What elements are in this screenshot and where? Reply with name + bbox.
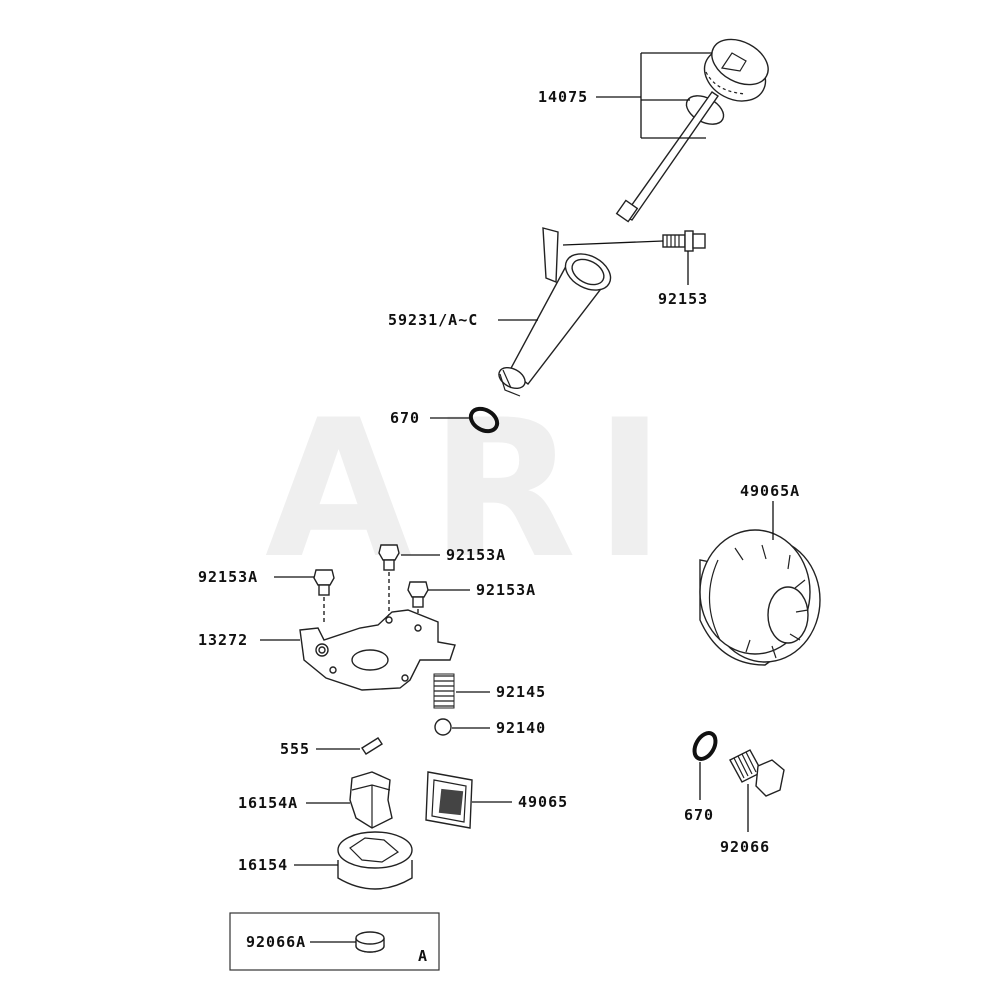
label-92153A-right: 92153A bbox=[476, 581, 536, 599]
o-ring-670-right[interactable] bbox=[690, 729, 720, 762]
label-670-top: 670 bbox=[390, 409, 420, 427]
spring-92145-part[interactable] bbox=[433, 673, 455, 709]
label-92153: 92153 bbox=[658, 290, 708, 308]
label-92153A-left: 92153A bbox=[198, 568, 258, 586]
label-14075: 14075 bbox=[538, 88, 588, 106]
bolt-92153A-left[interactable] bbox=[313, 569, 335, 596]
label-92145: 92145 bbox=[496, 683, 546, 701]
label-49065A: 49065A bbox=[740, 482, 800, 500]
kit-box-letter: A bbox=[418, 947, 428, 965]
dipstick-part[interactable] bbox=[615, 30, 776, 223]
label-92066: 92066 bbox=[720, 838, 770, 856]
bolt-92153A-right[interactable] bbox=[407, 581, 429, 608]
label-670-right: 670 bbox=[684, 806, 714, 824]
plate-13272-part[interactable] bbox=[299, 609, 456, 691]
label-49065: 49065 bbox=[518, 793, 568, 811]
label-92066A: 92066A bbox=[246, 933, 306, 951]
kit-box-a bbox=[229, 912, 440, 971]
bolt-92153A-center[interactable] bbox=[378, 544, 400, 571]
pin-555-part[interactable] bbox=[361, 737, 383, 755]
o-ring-670-top[interactable] bbox=[467, 404, 501, 435]
label-13272: 13272 bbox=[198, 631, 248, 649]
oil-filter-part[interactable] bbox=[699, 529, 821, 666]
label-16154: 16154 bbox=[238, 856, 288, 874]
label-16154A: 16154A bbox=[238, 794, 298, 812]
screen-49065-part[interactable] bbox=[425, 771, 473, 829]
outer-rotor-part[interactable] bbox=[337, 831, 413, 890]
oil-filler-tube-part[interactable] bbox=[495, 227, 616, 397]
drain-plug-part[interactable] bbox=[729, 749, 785, 797]
bolt-92153-part[interactable] bbox=[662, 230, 706, 252]
label-59231: 59231/A~C bbox=[388, 311, 478, 329]
inner-rotor-part[interactable] bbox=[349, 771, 393, 829]
ball-92140-part[interactable] bbox=[434, 718, 452, 736]
watermark: ARI bbox=[265, 379, 683, 600]
label-92153A-center: 92153A bbox=[446, 546, 506, 564]
seal-92066A-part[interactable] bbox=[355, 931, 385, 953]
label-555: 555 bbox=[280, 740, 310, 758]
label-92140: 92140 bbox=[496, 719, 546, 737]
